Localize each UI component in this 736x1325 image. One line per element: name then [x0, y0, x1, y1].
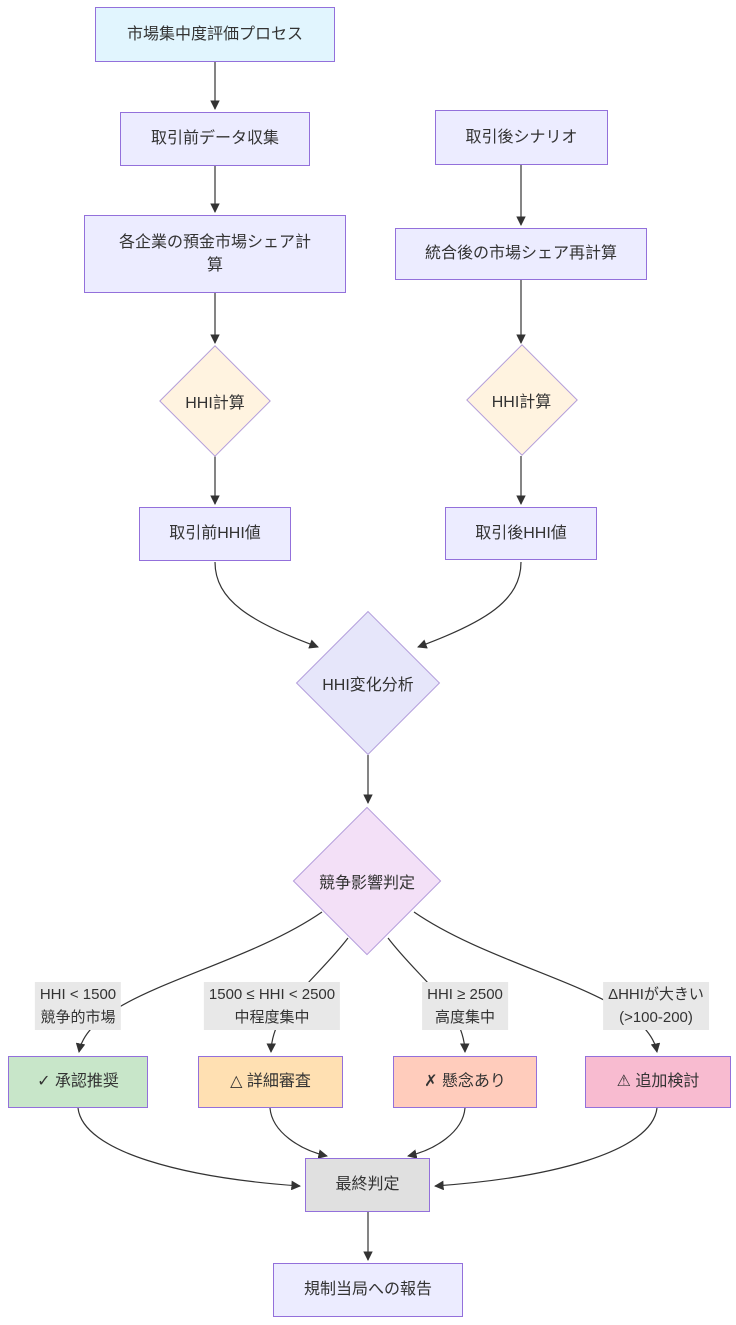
edge-label-competitive: HHI < 1500 競争的市場 [34, 982, 122, 1030]
node-report: 規制当局への報告 [273, 1263, 463, 1317]
node-start-label: 市場集中度評価プロセス [126, 25, 303, 43]
node-approve-label: ✓ 承認推奨 [37, 1073, 119, 1091]
node-approve: ✓ 承認推奨 [8, 1056, 148, 1108]
node-pre-hhi-label: 取引前HHI値 [169, 525, 261, 543]
node-post-scenario: 取引後シナリオ [435, 110, 608, 165]
edge-label-moderate: 1500 ≤ HHI < 2500 中程度集中 [203, 982, 341, 1030]
node-pre-share: 各企業の預金市場シェア計算 [84, 215, 346, 293]
edge-label-delta-line1: ΔHHIが大きい [608, 986, 704, 1003]
node-concern-label: ✗ 懸念あり [424, 1073, 506, 1091]
node-impact: 競争影響判定 [292, 806, 442, 956]
node-pre-hhi: 取引前HHI値 [139, 507, 291, 561]
edge-label-competitive-line1: HHI < 1500 [39, 986, 117, 1003]
node-post-share-label: 統合後の市場シェア再計算 [424, 245, 617, 263]
node-post-hhi-label: 取引後HHI値 [475, 524, 567, 542]
edge-concern-to-final [407, 1107, 466, 1159]
edge-label-delta: ΔHHIが大きい (>100-200) [603, 982, 709, 1030]
edge-pre-hhi-to-change [214, 561, 319, 649]
node-post-hhi: 取引後HHI値 [445, 507, 597, 560]
edge-impact-to-approve [75, 911, 323, 1053]
edge-label-delta-line2: (>100-200) [619, 1009, 693, 1026]
edge-label-high-line2: 高度集中 [434, 1009, 495, 1026]
node-additional-label: ⚠ 追加検討 [616, 1073, 700, 1091]
node-hhi-calc-post-label: HHI計算 [491, 394, 552, 411]
node-hhi-calc-pre: HHI計算 [159, 344, 271, 457]
node-hhi-calc-post: HHI計算 [465, 344, 578, 456]
node-final-label: 最終判定 [335, 1176, 400, 1194]
node-post-share: 統合後の市場シェア再計算 [395, 228, 647, 280]
node-hhi-change: HHI変化分析 [295, 610, 441, 756]
node-pre-share-label: 各企業の預金市場シェア計算 [118, 233, 311, 274]
edge-additional-to-final [434, 1107, 658, 1191]
node-final: 最終判定 [305, 1158, 430, 1212]
edge-post-hhi-to-change [417, 561, 522, 649]
node-post-scenario-label: 取引後シナリオ [465, 128, 578, 146]
node-start: 市場集中度評価プロセス [95, 7, 335, 62]
edge-label-competitive-line2: 競争的市場 [40, 1009, 116, 1026]
edge-label-high: HHI ≥ 2500 高度集中 [422, 982, 508, 1030]
edge-label-moderate-line2: 中程度集中 [234, 1009, 310, 1026]
node-pre-data: 取引前データ収集 [120, 112, 310, 166]
node-impact-label: 競争影響判定 [318, 875, 415, 892]
node-pre-data-label: 取引前データ収集 [150, 130, 279, 148]
node-review-label: △ 詳細審査 [230, 1073, 311, 1091]
node-report-label: 規制当局への報告 [303, 1281, 432, 1299]
node-additional: ⚠ 追加検討 [585, 1056, 731, 1108]
edge-impact-to-additional [413, 911, 661, 1053]
edge-label-moderate-line1: 1500 ≤ HHI < 2500 [208, 986, 336, 1003]
node-review: △ 詳細審査 [198, 1056, 343, 1108]
node-concern: ✗ 懸念あり [393, 1056, 537, 1108]
edge-label-high-line1: HHI ≥ 2500 [427, 986, 503, 1003]
edge-review-to-final [269, 1107, 328, 1159]
edge-approve-to-final [77, 1107, 301, 1191]
node-hhi-calc-pre-label: HHI計算 [185, 394, 245, 412]
node-hhi-change-label: HHI変化分析 [322, 677, 414, 694]
